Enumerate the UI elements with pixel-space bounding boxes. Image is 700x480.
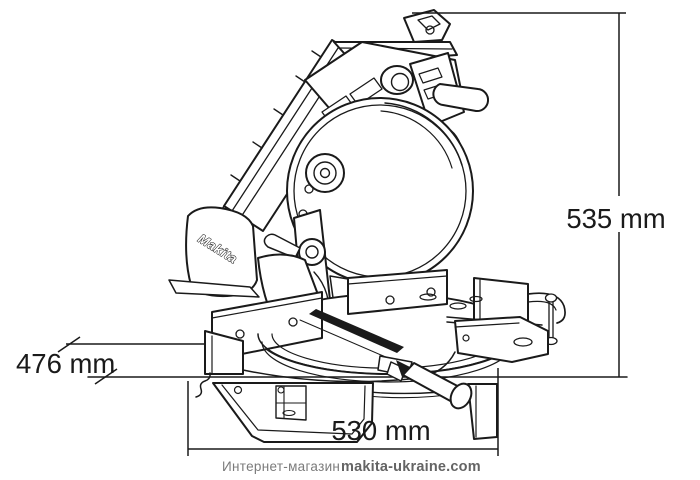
height-dimension-label: 535 mm xyxy=(566,203,665,234)
break-mark xyxy=(195,372,211,398)
width-dimension-label: 530 mm xyxy=(331,415,430,446)
miter-saw-illustration: Makita xyxy=(87,9,628,443)
height-dimension xyxy=(412,12,626,377)
store-label: Интернет-магазин xyxy=(222,459,340,474)
stand-base xyxy=(195,372,498,443)
dimension-annotations xyxy=(57,12,626,456)
footer-watermark: Интернет-магазин makita-ukraine.com xyxy=(222,459,481,475)
base-assembly xyxy=(204,269,566,383)
grip-handle xyxy=(409,52,490,127)
dust-bag: Makita xyxy=(168,206,260,298)
width-dimension xyxy=(187,368,499,456)
miter-lock-grip xyxy=(386,360,473,410)
depth-dimension-label: 476 mm xyxy=(16,348,115,379)
depth-dimension xyxy=(57,336,206,385)
site-label: makita-ukraine.com xyxy=(341,459,481,475)
